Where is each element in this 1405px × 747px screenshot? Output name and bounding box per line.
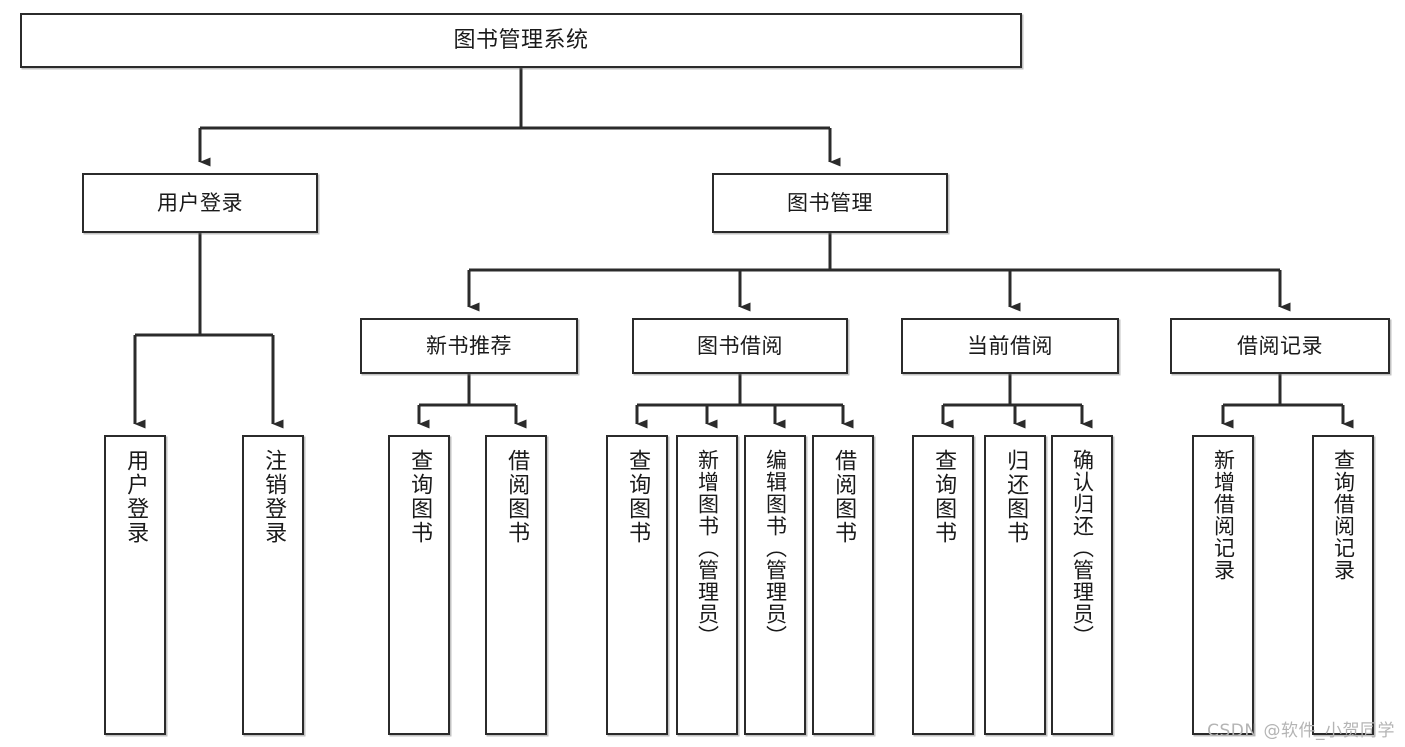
node-leaf-add-record[interactable]: 新增借阅记录 (1192, 435, 1254, 735)
node-leaf-confirm-return[interactable]: 确认归还（管理员） (1051, 435, 1113, 735)
node-leaf-borrow-book-1[interactable]: 借阅图书 (485, 435, 547, 735)
node-leaf-user-login[interactable]: 用户登录 (104, 435, 166, 735)
node-leaf-confirm-return-label: 确认归还（管理员） (1070, 449, 1095, 647)
node-leaf-return-book[interactable]: 归还图书 (984, 435, 1046, 735)
node-leaf-user-login-label: 用户登录 (123, 449, 149, 545)
node-leaf-edit-book[interactable]: 编辑图书（管理员） (744, 435, 806, 735)
node-leaf-return-book-label: 归还图书 (1003, 449, 1029, 545)
node-book-borrow[interactable]: 图书借阅 (632, 318, 848, 374)
node-leaf-query-record-label: 查询借阅记录 (1331, 449, 1356, 581)
node-leaf-borrow-book-2-label: 借阅图书 (831, 449, 857, 545)
node-new-book-rec[interactable]: 新书推荐 (360, 318, 578, 374)
node-borrow-record[interactable]: 借阅记录 (1170, 318, 1390, 374)
node-user-login[interactable]: 用户登录 (82, 173, 318, 233)
node-leaf-edit-book-label: 编辑图书（管理员） (763, 449, 788, 647)
node-new-book-rec-label: 新书推荐 (426, 333, 512, 358)
node-leaf-add-record-label: 新增借阅记录 (1211, 449, 1236, 581)
node-leaf-query-book-3[interactable]: 查询图书 (912, 435, 974, 735)
node-leaf-query-record[interactable]: 查询借阅记录 (1312, 435, 1374, 735)
node-current-borrow-label: 当前借阅 (967, 333, 1053, 358)
node-current-borrow[interactable]: 当前借阅 (901, 318, 1119, 374)
node-user-login-label: 用户登录 (157, 190, 243, 215)
node-borrow-record-label: 借阅记录 (1237, 333, 1323, 358)
node-root[interactable]: 图书管理系统 (20, 13, 1022, 68)
node-leaf-query-book-1-label: 查询图书 (407, 449, 433, 545)
node-leaf-borrow-book-2[interactable]: 借阅图书 (812, 435, 874, 735)
node-leaf-logout-label: 注销登录 (261, 449, 287, 545)
node-leaf-add-book[interactable]: 新增图书（管理员） (676, 435, 738, 735)
node-root-label: 图书管理系统 (453, 27, 589, 53)
node-book-manage-label: 图书管理 (787, 190, 873, 215)
node-book-borrow-label: 图书借阅 (697, 333, 783, 358)
edge-layer (133, 68, 1354, 429)
node-leaf-add-book-label: 新增图书（管理员） (695, 449, 720, 647)
node-leaf-borrow-book-1-label: 借阅图书 (504, 449, 530, 545)
node-leaf-logout[interactable]: 注销登录 (242, 435, 304, 735)
node-leaf-query-book-2-label: 查询图书 (625, 449, 651, 545)
node-book-manage[interactable]: 图书管理 (712, 173, 948, 233)
node-leaf-query-book-1[interactable]: 查询图书 (388, 435, 450, 735)
node-leaf-query-book-3-label: 查询图书 (931, 449, 957, 545)
node-leaf-query-book-2[interactable]: 查询图书 (606, 435, 668, 735)
